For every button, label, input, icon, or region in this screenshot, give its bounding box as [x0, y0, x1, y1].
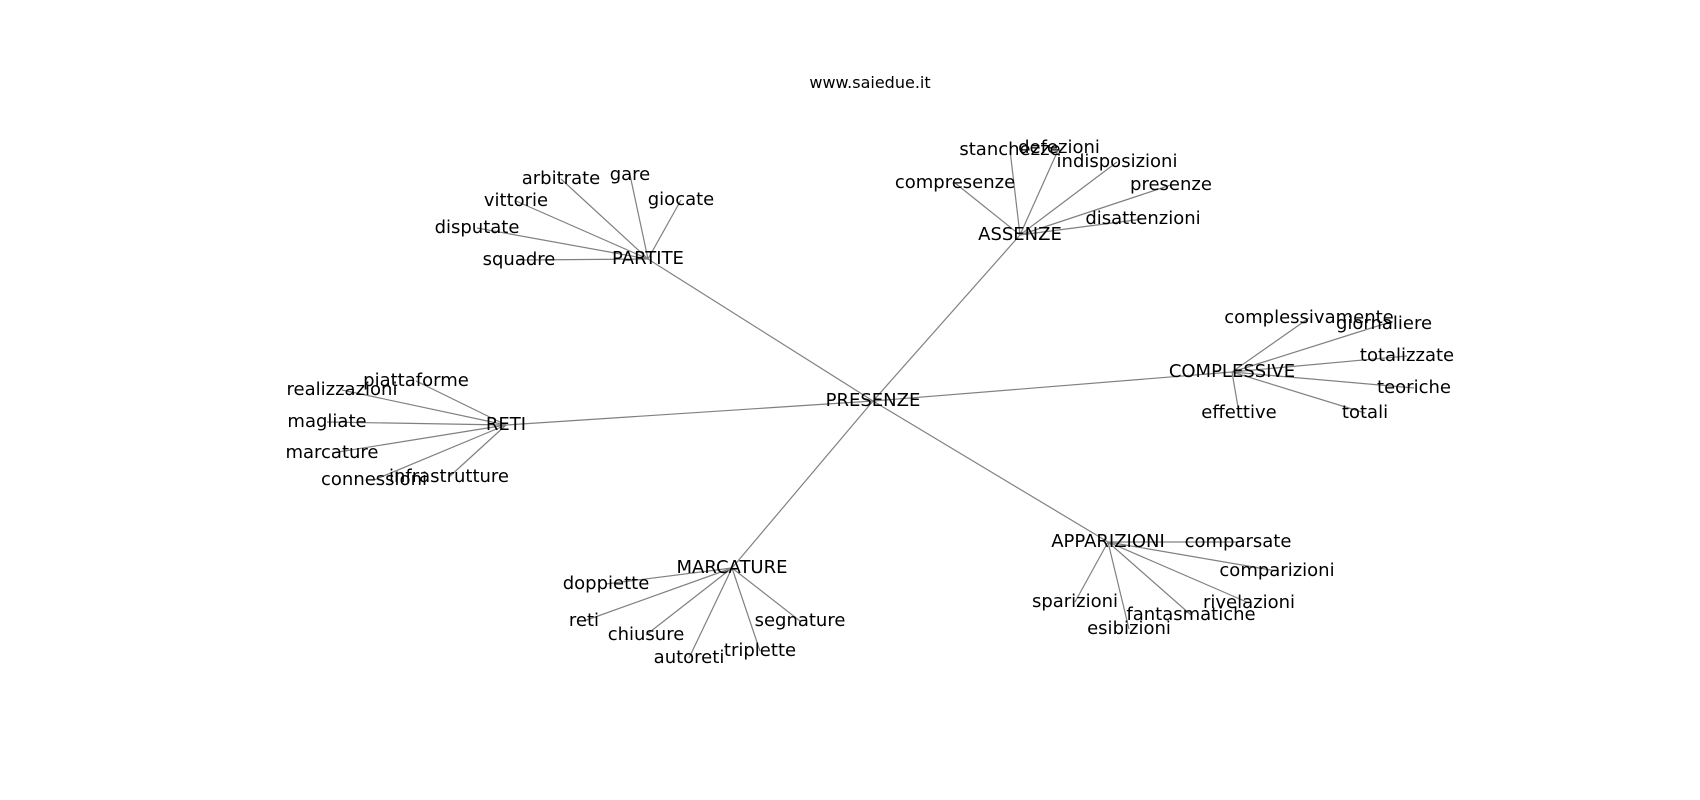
leaf-node-label: giornaliere [1336, 313, 1432, 334]
leaf-node-label: marcature [285, 442, 378, 463]
leaf-node-label: infrastrutture [389, 466, 509, 487]
leaf-edge [448, 424, 507, 478]
leaf-edge [515, 200, 649, 260]
leaf-node-label: magliate [287, 411, 366, 432]
root-edge [731, 400, 874, 569]
leaf-edge [1231, 323, 1385, 373]
leaf-node-label: realizzazioni [287, 379, 398, 400]
leaf-edge [1019, 218, 1144, 236]
leaf-edge [1231, 355, 1408, 373]
leaf-node-label: indisposizioni [1057, 151, 1178, 172]
group-node-label: RETI [486, 414, 526, 435]
labels-layer: www.saiedue.it PRESENZE ASSENZE stanchezze… [285, 73, 1454, 668]
leaf-node-label: connessioni [321, 469, 427, 490]
leaf-node-label: complessivamente [1224, 307, 1394, 328]
leaf-node-label: comparsate [1185, 531, 1292, 552]
group-node-label: COMPLESSIVE [1169, 361, 1295, 382]
leaf-edge [629, 174, 649, 260]
leaf-edge [560, 178, 649, 260]
leaf-node-label: autoreti [654, 647, 725, 668]
leaf-node-label: disputate [435, 217, 520, 238]
group-node-label: PARTITE [612, 248, 684, 269]
leaf-edge [1074, 541, 1109, 603]
leaf-edge [476, 227, 649, 260]
leaf-node-label: piattaforme [363, 370, 469, 391]
leaf-edge [326, 421, 507, 426]
leaf-edge [373, 424, 507, 481]
leaf-node-label: comparizioni [1219, 560, 1334, 581]
leaf-node-label: doppiette [563, 573, 650, 594]
leaf-node-label: compresenze [895, 172, 1015, 193]
root-node-label: PRESENZE [826, 390, 921, 411]
leaf-node-label: arbitrate [522, 168, 600, 189]
root-edge [872, 234, 1021, 402]
leaf-node-label: squadre [483, 249, 556, 270]
leaf-node-label: reti [569, 610, 599, 631]
leaf-edge [341, 389, 507, 426]
leaf-node-label: esibizioni [1087, 618, 1171, 639]
watermark-text: www.saiedue.it [809, 73, 930, 92]
root-edge [505, 400, 874, 426]
leaf-node-label: chiusure [608, 624, 685, 645]
leaf-edge [415, 380, 507, 426]
leaf-edge [518, 258, 649, 261]
leaf-node-label: vittorie [484, 190, 548, 211]
leaf-edge [1019, 184, 1172, 236]
root-edge [872, 400, 1109, 543]
leaf-node-label: sparizioni [1032, 591, 1118, 612]
leaf-node-label: totalizzate [1360, 345, 1454, 366]
leaf-node-label: fantasmatiche [1126, 604, 1255, 625]
leaf-edge [1231, 371, 1366, 414]
root-edge [647, 258, 874, 402]
leaf-node-label: defezioni [1018, 137, 1100, 158]
leaf-edge [1009, 149, 1021, 236]
leaf-edge [645, 567, 733, 636]
leaf-node-label: presenze [1130, 174, 1212, 195]
leaf-edge [1107, 541, 1278, 572]
leaf-node-label: segnature [755, 610, 846, 631]
leaf-edge [1107, 541, 1192, 616]
leaf-node-label: gare [610, 164, 651, 185]
leaf-node-label: stanchezze [959, 139, 1060, 160]
leaf-edge [731, 567, 761, 652]
leaf-node-label: effettive [1201, 402, 1276, 423]
leaf-edge [1107, 541, 1130, 630]
leaf-edge [1019, 161, 1118, 236]
root-edge [872, 371, 1233, 402]
leaf-node-label: totali [1342, 402, 1388, 423]
group-node-label: APPARIZIONI [1051, 531, 1165, 552]
group-node-label: MARCATURE [677, 557, 788, 578]
leaf-edge [1231, 317, 1310, 373]
leaf-edge [688, 567, 733, 659]
leaf-edge [1019, 147, 1060, 236]
leaf-edge [331, 424, 507, 454]
leaf-edge [1231, 371, 1240, 414]
leaf-edge [731, 567, 801, 622]
group-node-label: ASSENZE [978, 224, 1062, 245]
leaf-edge [1107, 541, 1250, 604]
leaf-edge [583, 567, 733, 622]
leaf-node-label: giocate [648, 189, 715, 210]
leaf-node-label: teoriche [1377, 377, 1451, 398]
leaf-node-label: triplette [724, 640, 796, 661]
edges-layer [326, 147, 1415, 659]
leaf-edge [605, 567, 733, 585]
leaf-edge [1231, 371, 1415, 389]
leaf-edge [647, 199, 682, 260]
leaf-edge [954, 182, 1021, 236]
leaf-node-label: disattenzioni [1085, 208, 1200, 229]
leaf-node-label: rivelazioni [1203, 592, 1295, 613]
